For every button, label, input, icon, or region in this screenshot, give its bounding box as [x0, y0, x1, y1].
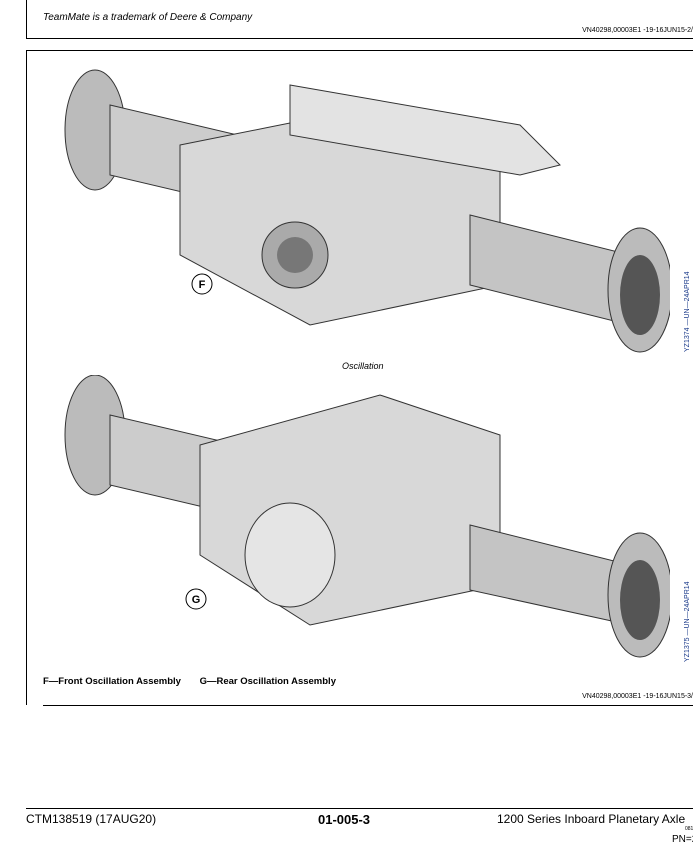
callout-f-circle: F	[191, 273, 213, 295]
axle-illustration-front	[64, 69, 670, 353]
legend-item-f: F—Front Oscillation Assembly	[43, 676, 181, 687]
figure-legend: F—Front Oscillation Assembly G—Rear Osci…	[43, 676, 352, 687]
reference-code-bottom: VN40298,00003E1 -19-16JUN15-3/	[582, 693, 693, 700]
footer-title: 1200 Series Inboard Planetary Axle	[497, 812, 686, 826]
trademark-note: TeamMate is a trademark of Deere & Compa…	[43, 12, 253, 23]
reference-code-top: VN40298,00003E1 -19-16JUN15-2/	[582, 27, 693, 34]
footer-small-code: 081	[685, 826, 693, 832]
frame-line	[26, 50, 27, 705]
callout-g-label: G	[192, 594, 201, 606]
footer-page-number: 01-005-3	[318, 812, 371, 827]
frame-line	[26, 50, 693, 51]
frame-line	[43, 705, 693, 706]
callout-g-circle: G	[185, 588, 207, 610]
legend-item-g: G—Rear Oscillation Assembly	[199, 676, 336, 687]
footer-rule	[26, 808, 693, 809]
frame-line	[26, 0, 27, 38]
callout-f-label: F	[199, 279, 206, 291]
figure-caption: Oscillation	[342, 361, 384, 371]
frame-line	[26, 38, 693, 39]
footer-pn: PN=2	[672, 834, 693, 845]
image-id-bottom: YZ1375 —UN—24APR14	[684, 581, 691, 662]
axle-illustration-rear	[64, 375, 670, 658]
footer-doc-id: CTM138519 (17AUG20)	[26, 812, 157, 826]
image-id-top: YZ1374 —UN—24APR14	[684, 271, 691, 352]
